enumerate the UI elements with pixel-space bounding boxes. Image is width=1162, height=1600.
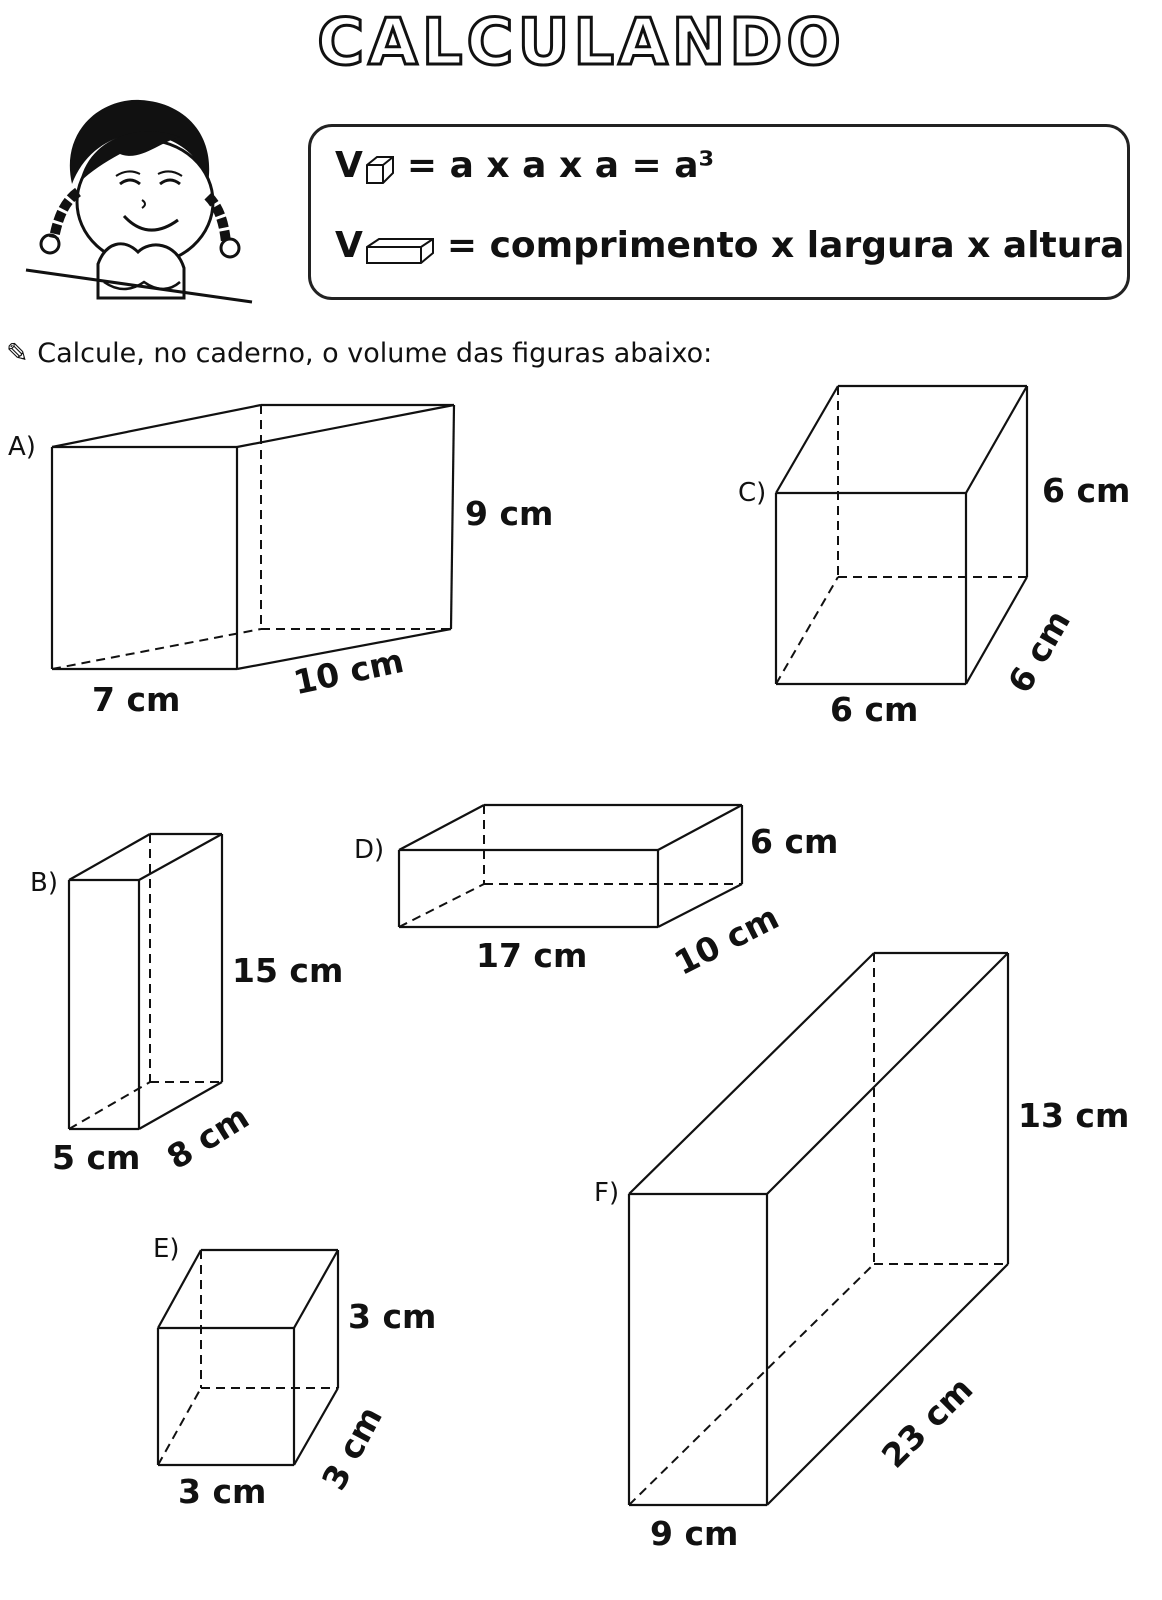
figure-f-height: 13 cm bbox=[1018, 1096, 1130, 1135]
figure-e-width: 3 cm bbox=[178, 1472, 267, 1511]
figure-d-height: 6 cm bbox=[750, 822, 839, 861]
prism-d bbox=[397, 803, 744, 929]
rectangular-prism-icon bbox=[363, 233, 437, 278]
figure-b-width: 5 cm bbox=[52, 1138, 141, 1177]
figure-c-label: C) bbox=[738, 478, 767, 508]
figure-b-label: B) bbox=[30, 868, 58, 898]
figure-f-width: 9 cm bbox=[650, 1514, 739, 1553]
cube-icon bbox=[363, 153, 397, 198]
volume-symbol: V bbox=[335, 145, 363, 186]
prism-f bbox=[627, 951, 1010, 1507]
volume-symbol: V bbox=[335, 225, 363, 266]
prism-a bbox=[50, 403, 456, 671]
prism-b bbox=[67, 832, 224, 1131]
figure-a-label: A) bbox=[8, 432, 36, 462]
prism-e bbox=[156, 1248, 340, 1467]
figure-d-label: D) bbox=[354, 835, 385, 865]
figure-f-label: F) bbox=[594, 1178, 620, 1208]
girl-illustration bbox=[25, 99, 253, 304]
figure-e-height: 3 cm bbox=[348, 1297, 437, 1336]
figure-c-width: 6 cm bbox=[830, 690, 919, 729]
pencil-icon: ✎ bbox=[6, 338, 29, 369]
figure-d-width: 17 cm bbox=[476, 936, 588, 975]
prism-volume-formula: V = comprimento x largura x altura bbox=[335, 225, 1124, 278]
figure-b-height: 15 cm bbox=[232, 951, 344, 990]
formula-box: V = a x a x a = a³ V = comprimento x largu… bbox=[308, 124, 1130, 300]
figure-e-label: E) bbox=[153, 1234, 180, 1264]
instruction: ✎ Calcule, no caderno, o volume das figu… bbox=[6, 338, 712, 369]
prism-c bbox=[774, 384, 1029, 686]
figure-a-height: 9 cm bbox=[465, 494, 554, 533]
cube-volume-formula: V = a x a x a = a³ bbox=[335, 145, 714, 198]
page-title: CALCULANDO bbox=[316, 5, 845, 82]
prism-formula-text: = comprimento x largura x altura bbox=[446, 225, 1125, 266]
figure-a-width: 7 cm bbox=[92, 680, 181, 719]
instruction-text: Calcule, no caderno, o volume das figura… bbox=[37, 338, 713, 369]
cube-formula-text: = a x a x a = a³ bbox=[406, 145, 715, 186]
figure-c-height: 6 cm bbox=[1042, 471, 1131, 510]
